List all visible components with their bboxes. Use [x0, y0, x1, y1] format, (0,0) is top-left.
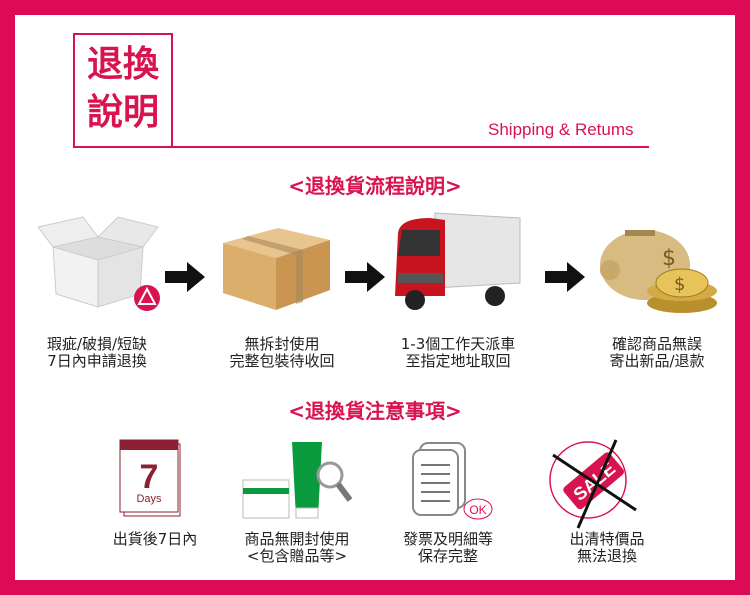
step-line1: 無拆封使用 [244, 335, 320, 353]
notes-heading: <退換貨注意事項> [288, 399, 462, 423]
note-item-4: 出清特價品無法退換 [522, 531, 692, 565]
note-line2: 保存完整 [417, 547, 478, 565]
step-line2: 寄出新品/退款 [609, 352, 705, 370]
note-line1: 商品無開封使用 [244, 530, 350, 548]
process-heading: <退換貨流程說明> [288, 174, 462, 198]
step-line1: 確認商品無誤 [611, 335, 702, 353]
truck-icon [395, 212, 521, 310]
process-step-3: 1-3個工作天派車至指定地址取回 [373, 336, 543, 370]
calendar-number: 7 [140, 458, 159, 496]
header-divider [171, 146, 649, 148]
svg-text:$: $ [662, 246, 676, 271]
step-line1: 瑕疵/破損/短缺 [46, 335, 148, 353]
calendar-label: Days [136, 493, 162, 505]
step-line2: 7日內申請退換 [47, 352, 147, 370]
title-line-2: 說明 [86, 92, 159, 133]
title-box: 退換 說明 [73, 33, 173, 148]
note-item-1: 出貨後7日內 [70, 531, 240, 548]
note-line1: 出貨後7日內 [112, 530, 198, 548]
step-line1: 1-3個工作天派車 [400, 335, 516, 353]
piggy-bank-coins-icon: $ $ [600, 230, 717, 313]
sealed-box-icon [223, 228, 330, 310]
arrow-right-icon [165, 262, 205, 292]
step-line2: 完整包裝待收回 [229, 352, 335, 370]
note-line2: <包含贈品等> [246, 547, 348, 565]
note-item-3: 發票及明細等保存完整 [363, 531, 533, 565]
products-magnifier-icon [242, 442, 353, 519]
no-sale-icon: SALE [549, 439, 637, 529]
note-line1: 發票及明細等 [402, 530, 493, 548]
arrow-right-icon [545, 262, 585, 292]
note-item-2: 商品無開封使用<包含贈品等> [212, 531, 382, 565]
process-step-4: 確認商品無誤寄出新品/退款 [572, 336, 742, 370]
header-subtitle: Shipping & Retums [488, 120, 634, 139]
note-line2: 無法退換 [576, 547, 637, 565]
step-line2: 至指定地址取回 [405, 352, 511, 370]
open-box-warning-icon [38, 216, 160, 311]
note-line1: 出清特價品 [569, 530, 645, 548]
title-line-1: 退換 [86, 44, 159, 85]
ok-badge: OK [469, 503, 486, 517]
calendar-icon: 7 Days [119, 439, 181, 517]
svg-text:$: $ [674, 274, 685, 295]
arrow-right-icon [345, 262, 385, 292]
document-ok-icon: OK [412, 442, 493, 520]
process-step-2: 無拆封使用完整包裝待收回 [197, 336, 367, 370]
